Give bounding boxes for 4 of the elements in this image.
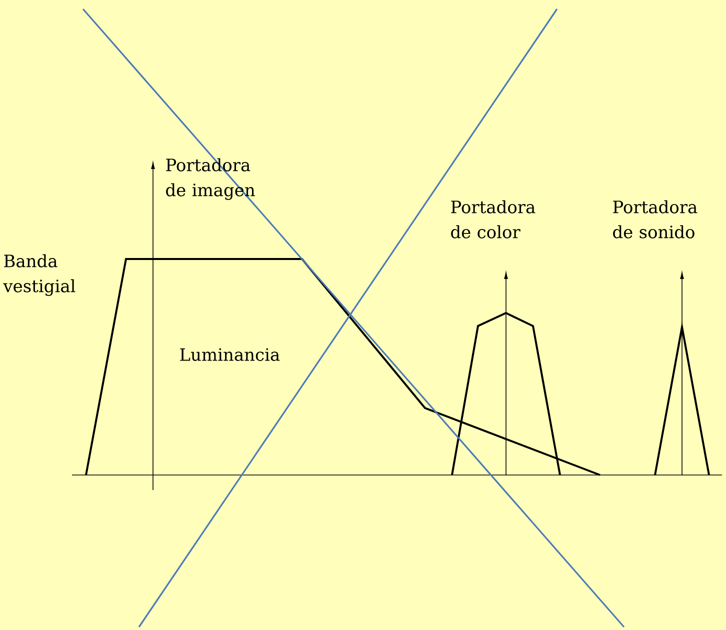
axis-label: Portadora de sonido <box>613 200 698 238</box>
axis-label: Portadora de color <box>451 200 536 238</box>
axis-label: Banda vestigial <box>3 254 76 296</box>
axis-label: Luminancia <box>180 348 280 361</box>
